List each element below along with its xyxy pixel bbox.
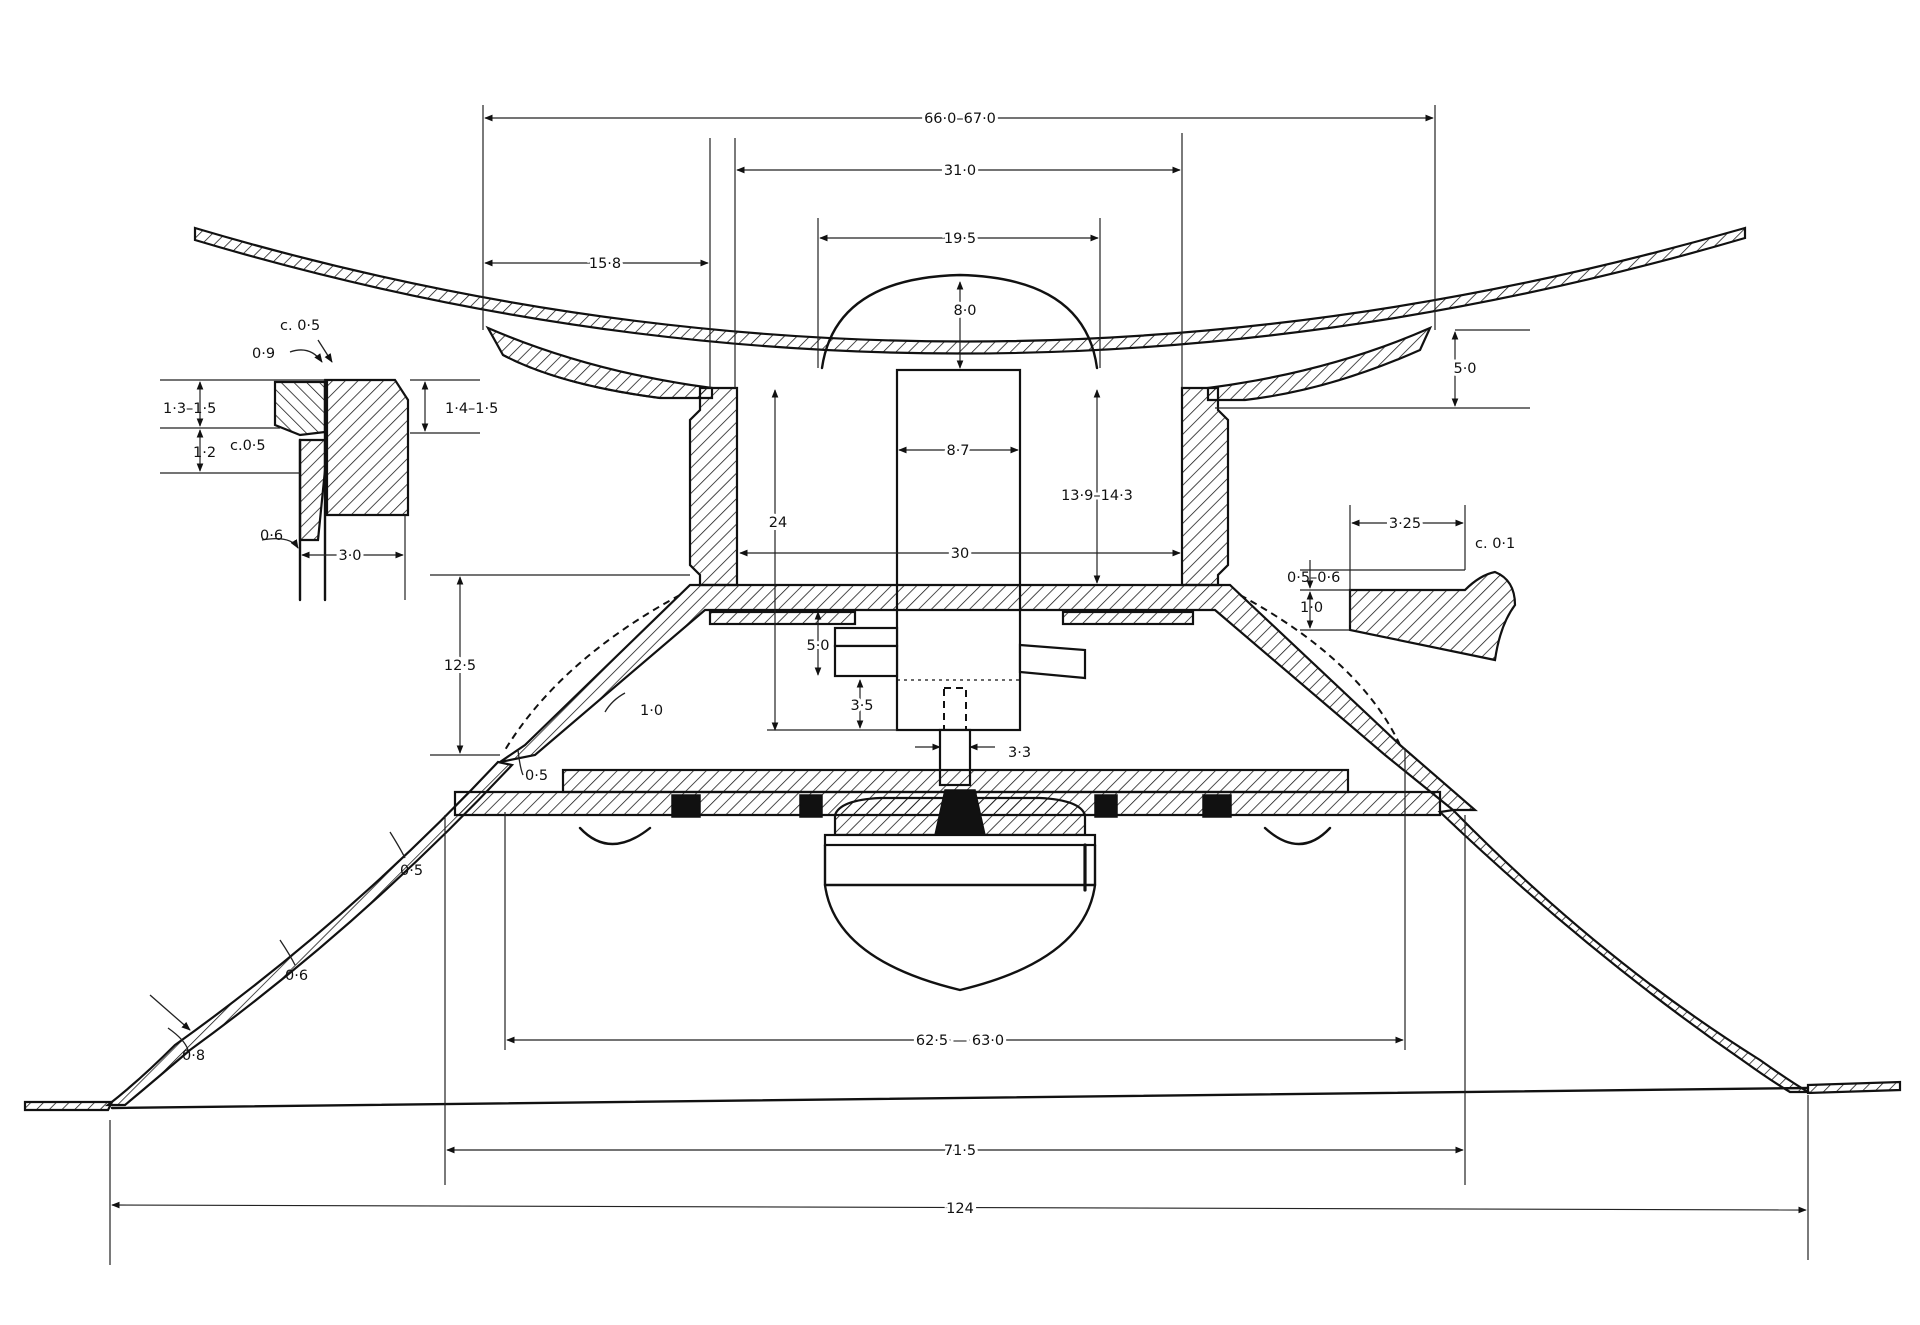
label-detail-c05-top: c. 0·5 [280, 318, 320, 334]
conical-body [499, 583, 1478, 812]
label-detail-05-06: 0·5–0·6 [1287, 570, 1340, 586]
side-lenses [578, 826, 1332, 846]
label-detail-09: 0·9 [252, 346, 275, 362]
label-inner-span: 31·0 [944, 163, 976, 179]
dome [820, 273, 1099, 370]
dimension-lines [109, 105, 1809, 1265]
outer-skirt [104, 760, 1812, 1107]
label-cone-height: 12·5 [444, 658, 476, 674]
label-left-offset: 15·8 [589, 256, 621, 272]
label-top-span: 66·0–67·0 [924, 111, 996, 127]
label-detail-30: 3·0 [338, 548, 361, 564]
label-detail-10: 1·0 [1300, 600, 1323, 616]
label-dome-height: 8·0 [953, 303, 976, 319]
label-shaft-width: 8·7 [946, 443, 969, 459]
label-dome-span: 19·5 [944, 231, 976, 247]
label-block-height: 5·0 [806, 638, 829, 654]
label-detail-12: 1·2 [193, 445, 216, 461]
label-thickness-2: 0·5 [525, 768, 548, 784]
label-detail-c05-mid: c.0·5 [230, 438, 266, 454]
label-detail-06: 0·6 [260, 528, 283, 544]
label-right-drop: 5·0 [1453, 361, 1476, 377]
label-thickness-5: 0·8 [182, 1048, 205, 1064]
dimension-labels: 66·0–67·0 31·0 19·5 8·0 15·8 5·0 8·7 13·… [163, 108, 1515, 1220]
label-ring-inner: 30 [951, 546, 969, 562]
lamp-assembly [823, 789, 1097, 992]
label-base-overall: 124 [946, 1201, 974, 1217]
label-pin-height: 3·5 [850, 698, 873, 714]
label-detail-325: 3·25 [1389, 516, 1421, 532]
label-thickness-4: 0·6 [285, 968, 308, 984]
label-pin-diameter: 3·3 [1008, 745, 1031, 761]
label-thickness-1: 1·0 [640, 703, 663, 719]
label-detail-c01: c. 0·1 [1475, 536, 1515, 552]
label-thickness-3: 0·5 [400, 863, 423, 879]
label-base-inner: 62·5 — 63·0 [916, 1033, 1004, 1049]
top-curved-plate [193, 226, 1747, 355]
left-detail-section [273, 378, 410, 602]
label-height-mid: 13·9–14·3 [1061, 488, 1133, 504]
label-detail-14-15: 1·4–1·5 [445, 401, 498, 417]
label-height-left: 24 [769, 515, 787, 531]
label-detail-13-15: 1·3–1·5 [163, 401, 216, 417]
deck-line [23, 1080, 1902, 1112]
right-detail-section [1348, 570, 1517, 662]
label-base-mid: 71·5 [944, 1143, 976, 1159]
